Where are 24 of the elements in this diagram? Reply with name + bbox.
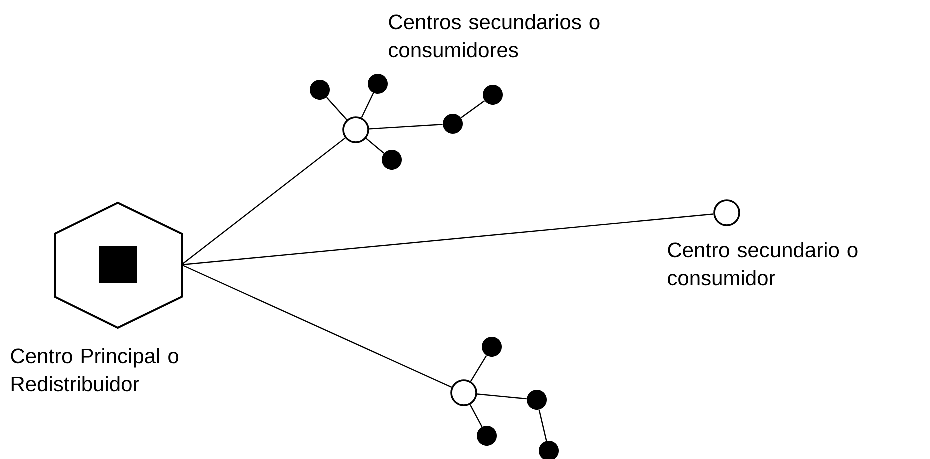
connector-line — [361, 92, 374, 118]
open-circle — [450, 380, 478, 406]
connector-line — [181, 138, 346, 266]
dot — [477, 426, 497, 446]
connector-line — [470, 404, 483, 428]
connector-line — [460, 100, 486, 118]
dot — [443, 114, 463, 134]
connector-line — [538, 410, 548, 442]
connector-line — [470, 355, 488, 382]
dot — [483, 85, 503, 105]
node-label: Centros secundarios o consumidores — [389, 14, 600, 58]
connector-line — [369, 124, 443, 130]
dot — [482, 337, 502, 357]
connector-line — [326, 97, 348, 120]
dot — [527, 390, 547, 410]
connector-line — [182, 214, 714, 266]
node-label: Centro secundario o consumidor — [668, 242, 858, 286]
connector-line — [181, 264, 452, 388]
connector-line — [366, 138, 385, 154]
dot — [368, 74, 388, 94]
node-label: Centro Principal o Redistribuidor — [11, 348, 178, 392]
connector-line — [477, 394, 527, 400]
dot — [310, 80, 330, 100]
dot — [382, 150, 402, 170]
